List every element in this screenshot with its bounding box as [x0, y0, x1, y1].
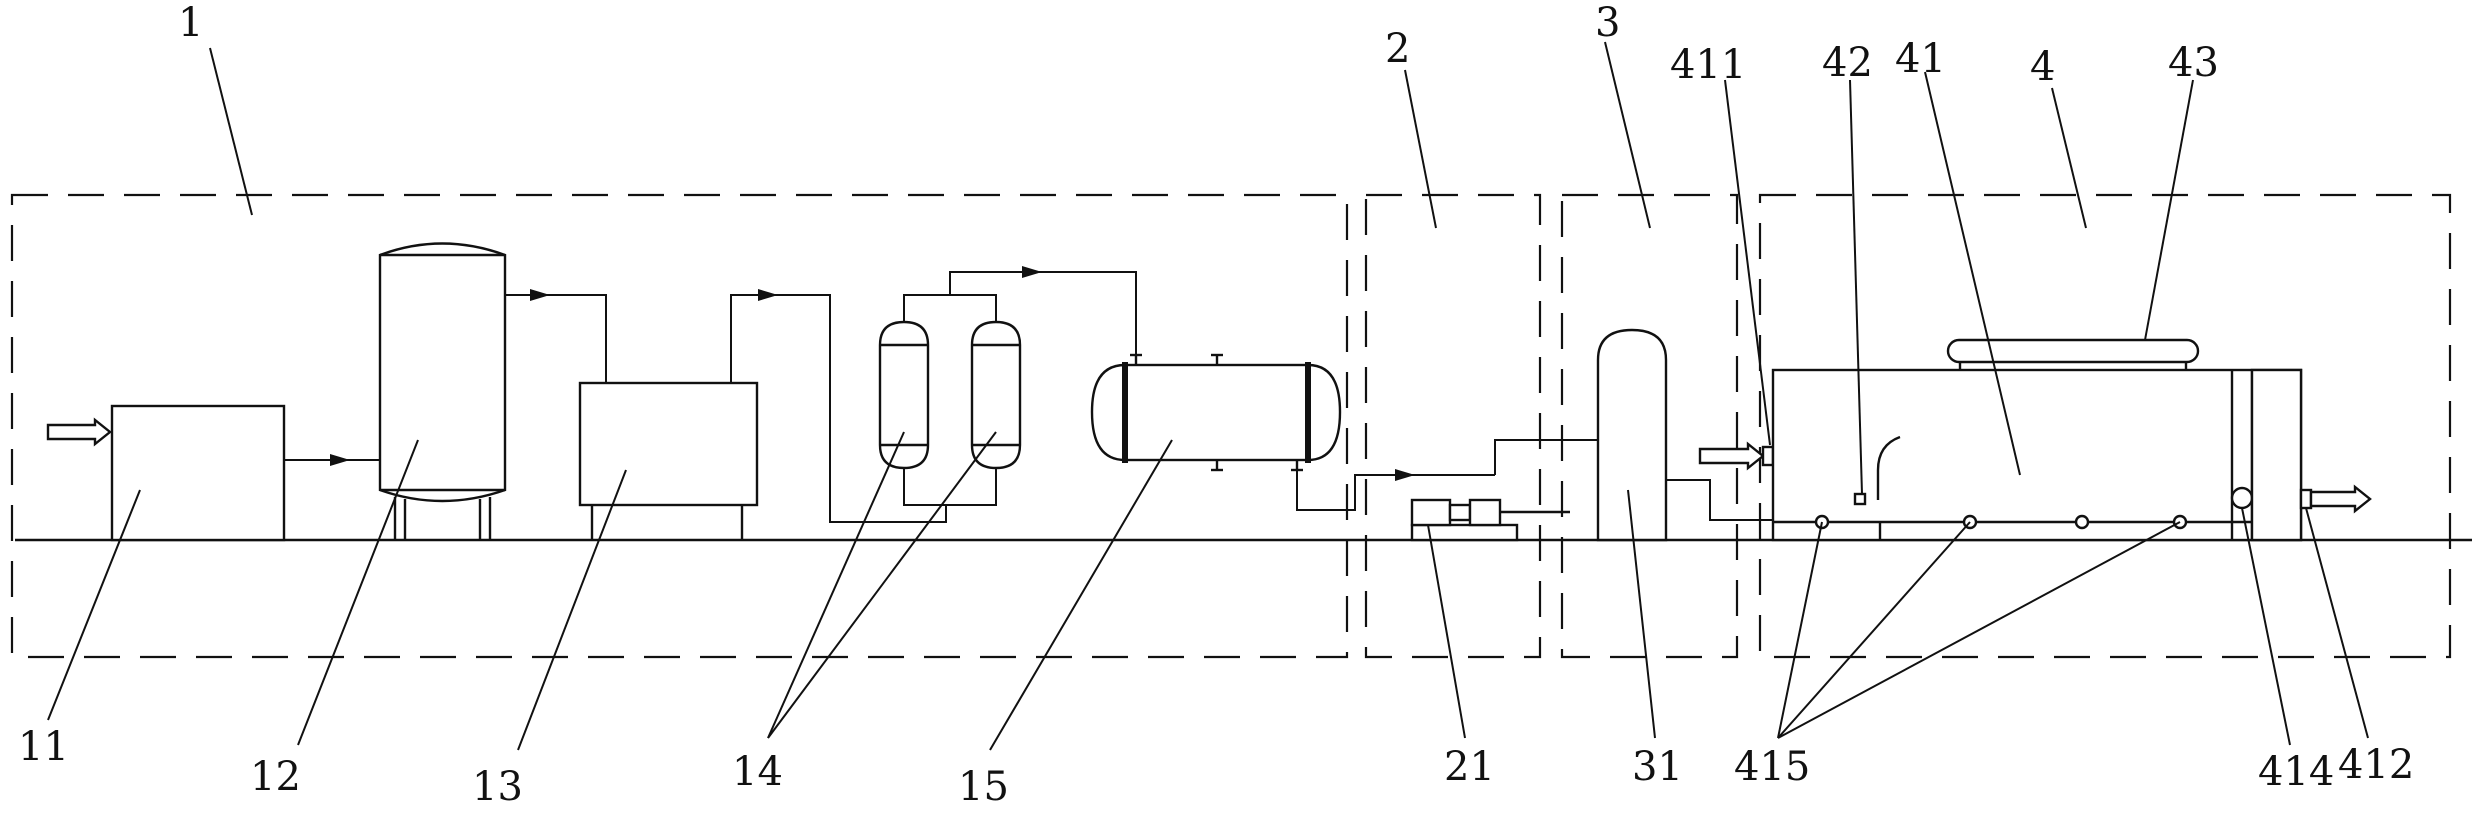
- flow-arrow-icon: [530, 289, 550, 301]
- section-4-boundary: [1758, 193, 2452, 659]
- flow-arrow-icon: [1395, 469, 1415, 481]
- section-2-boundary: [1364, 193, 1542, 659]
- label-41: 41: [1895, 36, 1946, 82]
- section-boundaries: [10, 193, 2452, 659]
- component-11-inlet-unit: [46, 404, 286, 542]
- component-42-sensor: [1853, 492, 1867, 506]
- pipe-12-13: [505, 294, 607, 383]
- label-11: 11: [18, 724, 69, 770]
- flow-arrow-icon: [758, 289, 778, 301]
- component-4-processing-unit: [1698, 338, 2372, 542]
- component-415-nozzle: [2074, 514, 2090, 530]
- component-21-pump: [1410, 439, 1598, 542]
- component-411-inlet: [1761, 445, 1775, 467]
- component-14-twin-towers: [878, 294, 1022, 506]
- component-15-horizontal-vessel: [1090, 353, 1342, 472]
- label-15: 15: [958, 764, 1009, 810]
- label-1: 1: [178, 0, 203, 46]
- pipe-31-4: [1666, 479, 1778, 521]
- component-13-box-unit: [578, 381, 759, 540]
- component-412-outlet: [2299, 488, 2313, 510]
- pipe-14-15: [949, 271, 1137, 358]
- inlet-arrow-icon: [1698, 441, 1765, 471]
- component-41-chamber: [1771, 368, 2303, 542]
- flow-arrow-icon: [330, 454, 350, 466]
- label-412: 412: [2338, 742, 2414, 788]
- pipe-13-14: [730, 294, 947, 523]
- label-411: 411: [1670, 42, 1746, 88]
- label-12: 12: [250, 754, 301, 800]
- inlet-arrow-icon: [46, 417, 112, 447]
- leader-lines: [47, 41, 2369, 751]
- component-12-vertical-tank: [378, 242, 507, 540]
- component-43-top-pipe: [1946, 338, 2200, 364]
- section-1-boundary: [10, 193, 1349, 659]
- label-4: 4: [2030, 44, 2055, 90]
- label-415: 415: [1734, 744, 1810, 790]
- label-14: 14: [732, 749, 783, 795]
- label-414: 414: [2258, 749, 2334, 795]
- label-13: 13: [472, 764, 523, 810]
- label-43: 43: [2168, 40, 2219, 86]
- label-31: 31: [1632, 744, 1683, 790]
- flow-arrow-icon: [1022, 266, 1042, 278]
- component-414-roller: [2230, 486, 2254, 510]
- outlet-arrow-icon: [2309, 484, 2372, 514]
- label-3: 3: [1595, 0, 1620, 46]
- component-31-vertical-vessel: [1596, 328, 1668, 542]
- label-2: 2: [1385, 26, 1410, 72]
- label-21: 21: [1444, 744, 1495, 790]
- labels: 1 2 3 411 42 41 4 43 11 12 13 14 15 21 3…: [18, 0, 2414, 810]
- label-42: 42: [1822, 40, 1873, 86]
- section-3-boundary: [1560, 193, 1739, 659]
